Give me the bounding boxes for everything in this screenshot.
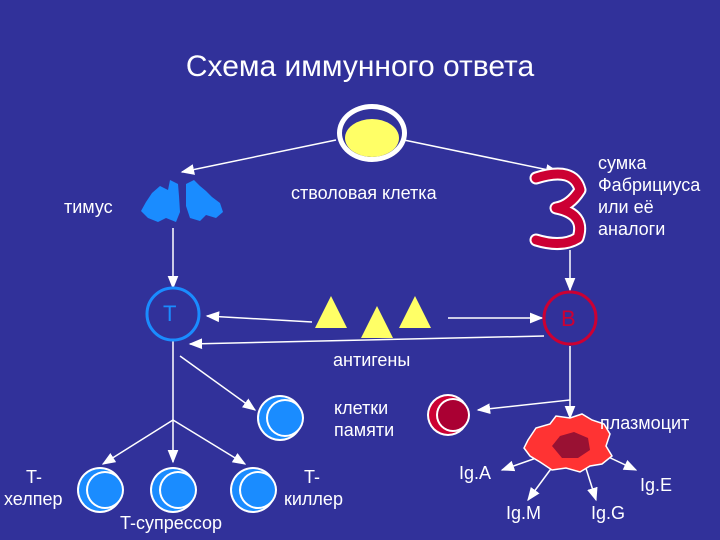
plasmocyte-icon [523,413,613,473]
b-cell-letter: B [561,306,576,331]
antigen-triangle-icon [399,296,431,328]
ige-label: Ig.E [640,475,673,495]
arrow-stem-to-bursa [403,139,560,175]
t-killer-cell-icon [230,467,277,513]
stem-cell-icon [337,104,407,162]
memory-b-cell-icon [427,394,470,436]
diagram-title: Схема иммунного ответа [185,50,535,83]
stem-cell-label: стволовая клетка [291,183,437,203]
memory-t-cell-icon [257,395,304,441]
arrow-b-to-memory [476,346,571,415]
arrows [101,139,638,502]
plasmocyte-label: плазмоцит [600,413,690,433]
t-cell-letter: T [163,301,177,326]
igm-label: Ig.M [506,503,542,523]
antigens-label: антигены [333,350,411,370]
iga-label: Ig.A [459,463,492,483]
antigen-triangle-icon [361,306,393,338]
thymus-label: тимус [64,197,113,217]
bursa-label: сумка Фабрициуса или её аналоги [598,153,701,239]
arrow-antigen-to-t [205,311,313,323]
bursa-icon [529,167,587,250]
t-cell-circle [145,286,201,342]
arrow-stem-to-thymus [180,139,337,175]
arrow-t-to-killer [172,419,247,465]
arrow-t-to-helper [101,419,174,465]
t-helper-cell-icon [77,467,124,513]
t-suppressor-cell-icon [150,467,197,513]
arrow-b-to-t [188,335,545,350]
antigen-triangle-icon [315,296,347,328]
t-suppressor-label: T-супрессор [120,513,222,533]
memory-cells-label: клетки памяти [334,398,395,440]
b-cell-circle [542,290,598,346]
igg-label: Ig.G [591,503,626,523]
arrow-t-to-memory [179,355,257,411]
t-helper-label: T- хелпер [4,467,63,509]
t-killer-label: T- киллер [284,467,343,509]
antigen-triangles [315,296,431,338]
thymus-icon [141,180,223,222]
